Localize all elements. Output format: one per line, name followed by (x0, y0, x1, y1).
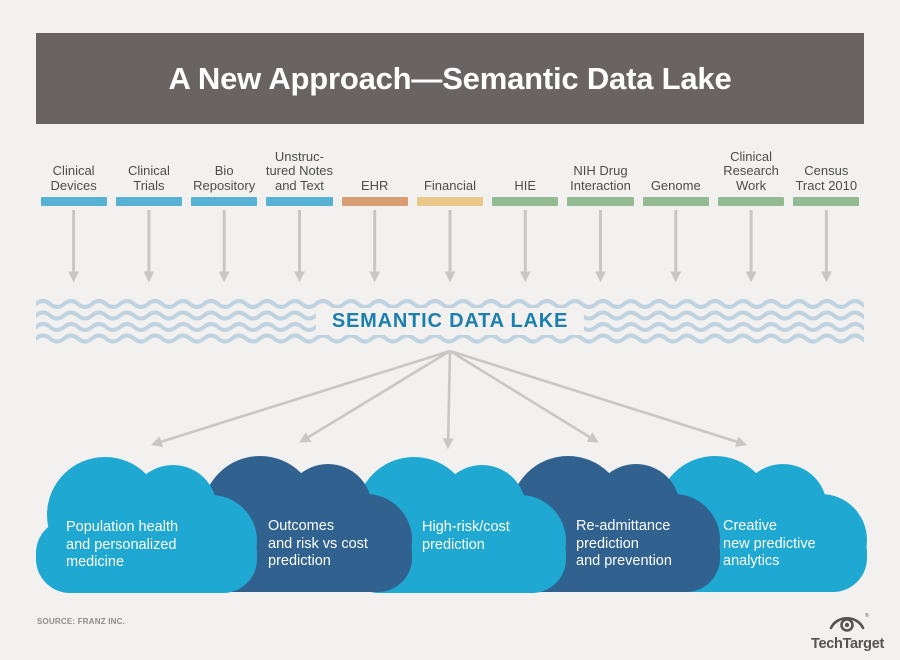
outflow-arrows (150, 350, 748, 450)
cloud-creative-analytics: Creative new predictive analytics (645, 452, 867, 592)
source-label: Clinical Trials (127, 163, 170, 193)
source-clinical-devices: Clinical Devices (36, 140, 111, 206)
source-bar (191, 197, 258, 206)
source-bar (793, 197, 860, 206)
source-label: NIH Drug Interaction (570, 163, 631, 193)
source-label: HIE (514, 177, 537, 193)
source-bio-repository: Bio Repository (187, 140, 262, 206)
cloud-label: Creative new predictive analytics (723, 518, 816, 569)
source-financial: Financial (412, 140, 487, 206)
cloud-shape (36, 457, 257, 593)
eye-icon: ® (829, 612, 869, 632)
cloud-shape (646, 456, 867, 592)
cloud-label: Population health and personalized medic… (66, 519, 179, 570)
source-label: EHR (360, 177, 389, 193)
brand-name: TechTarget (811, 636, 885, 652)
source-label: Bio Repository (193, 163, 256, 193)
source-label: Financial (423, 177, 476, 193)
source-bar (40, 197, 107, 206)
data-sources-row: Clinical Devices Clinical Trials Bio Rep… (36, 140, 864, 206)
inflow-arrows (68, 210, 832, 283)
source-genome: Genome (638, 140, 713, 206)
source-clinical-research-work: Clinical Research Work (713, 140, 788, 206)
source-nih-drug-interaction: NIH Drug Interaction (563, 140, 638, 206)
source-bar (642, 197, 709, 206)
source-bar (416, 197, 484, 206)
source-label: Clinical Devices (50, 163, 97, 193)
svg-text:®: ® (865, 612, 869, 619)
title-banner: A New Approach—Semantic Data Lake (36, 33, 864, 124)
source-label: Clinical Research Work (723, 148, 779, 193)
page-title: A New Approach—Semantic Data Lake (168, 60, 732, 96)
source-unstructured-notes: Unstruc- tured Notes and Text (262, 140, 337, 206)
source-label: Genome (650, 177, 701, 193)
cloud-label: Outcomes and risk vs cost prediction (268, 518, 368, 569)
source-credit: SOURCE: FRANZ INC. (37, 617, 126, 626)
source-bar (492, 197, 559, 206)
source-bar (266, 197, 333, 206)
lake-title: SEMANTIC DATA LAKE (315, 308, 585, 335)
cloud-label: High-risk/cost prediction (422, 519, 510, 553)
source-clinical-trials: Clinical Trials (111, 140, 186, 206)
techtarget-logo: ® TechTarget (811, 610, 885, 652)
source-label: Census Tract 2010 (795, 163, 858, 193)
source-bar (115, 197, 183, 206)
source-bar (341, 197, 408, 206)
source-bar (567, 197, 634, 206)
source-label: Unstruc- tured Notes and Text (265, 148, 334, 193)
source-hie: HIE (488, 140, 563, 206)
source-census-tract-2010: Census Tract 2010 (789, 140, 864, 206)
source-ehr: EHR (337, 140, 412, 206)
cloud-population-health: Population health and personalized medic… (35, 453, 257, 593)
cloud-label: Re-admittance prediction and prevention (576, 518, 672, 569)
source-bar (717, 197, 785, 206)
